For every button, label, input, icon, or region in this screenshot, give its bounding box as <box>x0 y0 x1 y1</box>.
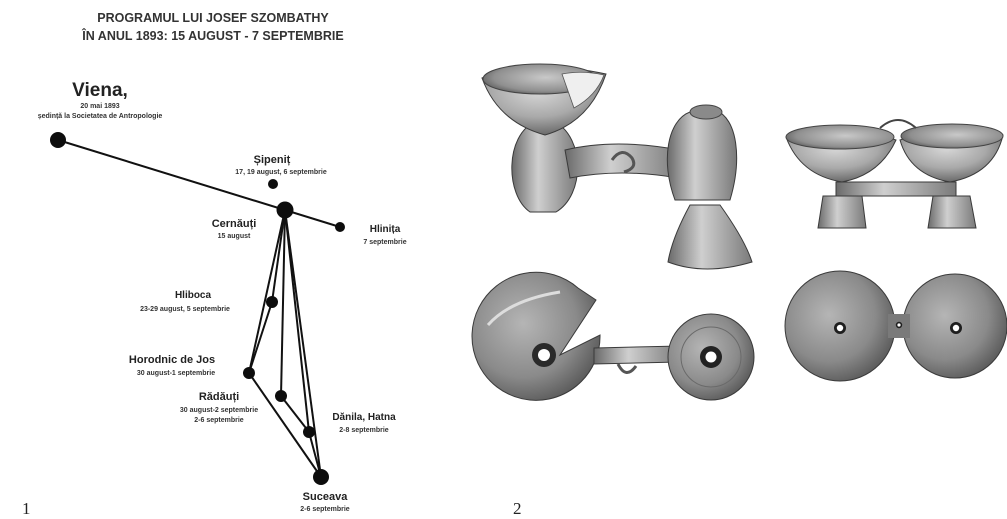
date-hlinita: 7 septembrie <box>363 239 406 246</box>
node-viena <box>50 132 66 148</box>
artifact-side-view-a <box>482 64 752 269</box>
node-hliboca <box>266 296 278 308</box>
label-horodnic: Horodnic de Jos <box>129 354 215 366</box>
label-sipenit: Șipeniț <box>254 154 291 166</box>
diagram-title-line1: PROGRAMUL LUI JOSEF SZOMBATHY <box>97 11 329 25</box>
node-radauti <box>275 390 287 402</box>
date-radauti-1: 30 august-2 septembrie <box>180 407 258 414</box>
label-radauti: Rădăuți <box>199 391 239 403</box>
itinerary-diagram: PROGRAMUL LUI JOSEF SZOMBATHY ÎN ANUL 18… <box>22 11 407 518</box>
diagram-title-line2: ÎN ANUL 1893: 15 AUGUST - 7 SEPTEMBRIE <box>81 28 343 43</box>
node-cernauti <box>277 202 294 219</box>
node-danila <box>303 426 315 438</box>
date-horodnic: 30 august-1 septembrie <box>137 370 215 377</box>
route-horodnic-suceava <box>249 373 321 477</box>
date-cernauti: 15 august <box>218 233 251 240</box>
artifact-side-view-b <box>786 120 1003 228</box>
date-danila: 2-8 septembrie <box>339 427 389 434</box>
date-hliboca: 23-29 august, 5 septembrie <box>140 306 230 313</box>
artifact-top-view-a <box>472 272 754 400</box>
route-viena-hlinita <box>58 140 340 227</box>
node-hlinita <box>335 222 345 232</box>
route-hliboca-horodnic <box>249 302 272 373</box>
date-radauti-2: 2-6 septembrie <box>194 417 244 424</box>
label-hliboca: Hliboca <box>175 290 212 301</box>
date-viena-2: ședință la Societatea de Antropologie <box>38 113 163 120</box>
label-hlinita: Hlinița <box>370 224 401 235</box>
label-cernauti: Cernăuți <box>212 218 257 230</box>
route-cernauti-horodnic <box>249 210 285 373</box>
artifact-drawings: 2 <box>472 64 1007 518</box>
node-suceava <box>313 469 329 485</box>
date-sipenit: 17, 19 august, 6 septembrie <box>235 169 327 176</box>
figure-number-1: 1 <box>22 499 31 518</box>
date-suceava: 2-6 septembrie <box>300 506 350 513</box>
label-viena: Viena, <box>72 80 128 101</box>
route-cernauti-suceava <box>285 210 321 477</box>
artifact-top-view-b <box>785 271 1007 381</box>
figure-number-2: 2 <box>513 499 522 518</box>
label-danila: Dănila, Hatna <box>332 412 396 423</box>
label-suceava: Suceava <box>303 491 349 503</box>
node-sipenit <box>268 179 278 189</box>
node-horodnic <box>243 367 255 379</box>
date-viena-1: 20 mai 1893 <box>80 103 119 110</box>
